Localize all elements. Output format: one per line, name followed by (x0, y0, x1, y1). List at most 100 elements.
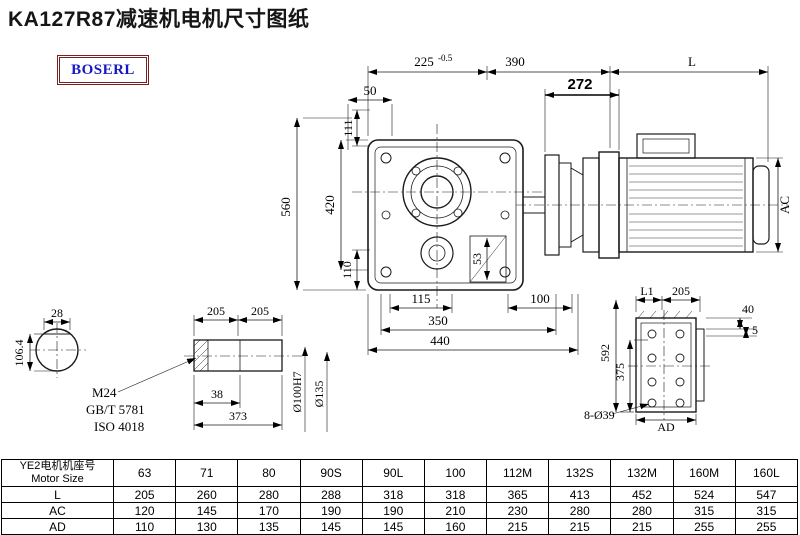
dim-dia100h7: Ø100H7 (290, 371, 304, 412)
dim-560: 560 (278, 197, 293, 217)
dim-value: 190 (299, 502, 363, 519)
dim-value: 413 (548, 486, 612, 503)
motor-size-label-cn: YE2电机机座号 (19, 460, 96, 473)
dim-390: 390 (505, 54, 525, 69)
dim-350: 350 (428, 313, 448, 328)
dim-value: 452 (610, 486, 674, 503)
dim-8-dia39: 8-Ø39 (584, 408, 615, 422)
motor-size-column: 90S (299, 459, 363, 487)
dim-value: 280 (548, 502, 612, 519)
dim-value: 318 (423, 486, 488, 503)
centerlines (30, 124, 788, 420)
dim-value: 145 (175, 502, 239, 519)
label-m24: M24 (92, 385, 117, 400)
dim-225: 225 (414, 54, 434, 69)
dim-value: 135 (237, 518, 301, 535)
dim-205-a: 205 (207, 304, 225, 318)
dim-AD: AD (657, 420, 675, 434)
dim-value: 145 (299, 518, 363, 535)
motor-fins (629, 165, 743, 247)
row-label-ad: AD (1, 518, 114, 535)
motor-size-label-en: Motor Size (31, 473, 84, 485)
shaft-detail-view (193, 339, 283, 372)
dim-dia135: Ø135 (312, 381, 326, 408)
dim-value: 170 (237, 502, 301, 519)
dim-205-c: 205 (672, 284, 690, 298)
dim-value: 365 (486, 486, 550, 503)
dim-value: 255 (734, 518, 799, 535)
dim-value: 215 (486, 518, 550, 535)
dim-value: 288 (299, 486, 363, 503)
dim-272: 272 (567, 76, 592, 93)
dim-value: 318 (361, 486, 425, 503)
dim-100: 100 (530, 291, 550, 306)
terminal-box (636, 133, 696, 159)
dimension-labels: 50 111 225 -0.5 390 272 L AC 560 420 110… (12, 53, 792, 434)
motor-size-column: 100 (423, 459, 488, 487)
fan-cover (752, 165, 770, 245)
motor-size-column: 160L (734, 459, 799, 487)
dim-value: 210 (423, 502, 488, 519)
row-label-ac: AC (1, 502, 114, 519)
label-gb-standard: GB/T 5781 (86, 402, 145, 417)
dimension-lines (27, 66, 783, 432)
gearbox-housing-view (367, 139, 524, 291)
motor-size-column: 90L (361, 459, 425, 487)
dim-L1: L1 (640, 284, 653, 298)
dim-value: 280 (610, 502, 674, 519)
dim-373: 373 (229, 409, 247, 423)
dim-AC: AC (777, 196, 792, 214)
dim-53: 53 (470, 253, 484, 265)
dim-value: 315 (672, 502, 736, 519)
dim-L: L (688, 54, 696, 69)
dim-115: 115 (411, 291, 430, 306)
dim-375: 375 (613, 363, 627, 381)
dim-205-b: 205 (251, 304, 269, 318)
dim-value: 215 (548, 518, 612, 535)
dim-value: 255 (672, 518, 736, 535)
dim-value: 160 (423, 518, 488, 535)
dim-value: 190 (361, 502, 425, 519)
boserl-logo-text: BOSERL (71, 61, 135, 78)
dim-value: 260 (175, 486, 239, 503)
dim-value: 130 (175, 518, 239, 535)
page-title: KA127R87减速机电机尺寸图纸 (8, 8, 310, 31)
dim-28: 28 (51, 306, 63, 320)
dim-value: 547 (734, 486, 799, 503)
motor-size-column: 160M (672, 459, 736, 487)
motor-size-column: 63 (112, 459, 177, 487)
motor-size-column: 132S (548, 459, 612, 487)
dim-value: 230 (486, 502, 550, 519)
side-view (635, 310, 705, 413)
technical-drawing: 50 111 225 -0.5 390 272 L AC 560 420 110… (12, 53, 792, 434)
dim-value: 120 (112, 502, 177, 519)
dim-value: 524 (672, 486, 736, 503)
motor-size-column: 71 (175, 459, 239, 487)
dim-106-4: 106.4 (12, 340, 26, 367)
dim-value: 315 (734, 502, 799, 519)
dim-50: 50 (364, 83, 377, 98)
dim-value: 110 (112, 518, 177, 535)
dim-5: 5 (752, 323, 758, 337)
dim-value: 280 (237, 486, 301, 503)
dim-38: 38 (211, 387, 223, 401)
boserl-logo: BOSERL (57, 55, 149, 85)
motor-size-column: 132M (610, 459, 674, 487)
motor-size-column: 112M (486, 459, 550, 487)
dim-110: 110 (340, 261, 354, 279)
dim-225-tolerance: -0.5 (438, 53, 453, 63)
dim-111: 111 (341, 119, 355, 136)
dim-value: 205 (112, 486, 177, 503)
row-label-l: L (1, 486, 114, 503)
motor-assembly-view (522, 133, 770, 259)
dim-value: 145 (361, 518, 425, 535)
label-iso-standard: ISO 4018 (94, 419, 144, 434)
dim-40: 40 (742, 302, 754, 316)
dim-420: 420 (322, 195, 337, 215)
